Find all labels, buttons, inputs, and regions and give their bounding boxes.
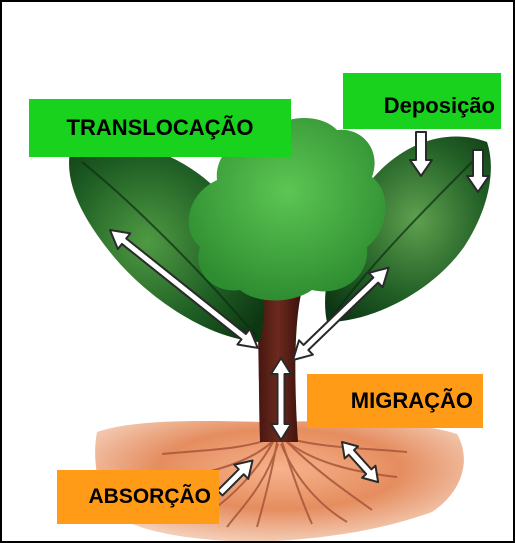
label-migracao: MIGRAÇÃO [307, 374, 483, 428]
deposition-arrow-2 [467, 150, 489, 192]
absorption-arrow [213, 453, 260, 500]
label-translocacao: TRANSLOCAÇÃO [29, 99, 291, 157]
label-absorcao: ABSORÇÃO [57, 470, 219, 524]
translocation-arrow-right [286, 260, 396, 367]
translocation-arrow [104, 222, 264, 356]
migration-soil-arrow [335, 436, 385, 488]
migration-trunk-arrow [271, 358, 291, 440]
label-deposicao: Deposição [343, 73, 501, 129]
deposition-arrow-1 [410, 132, 432, 176]
